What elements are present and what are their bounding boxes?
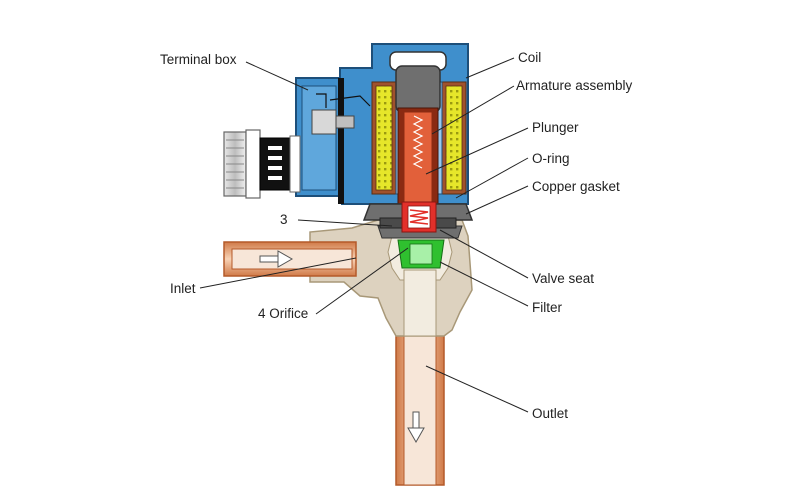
label-outlet: Outlet [532,406,568,421]
label-coil: Coil [518,50,541,65]
plunger-tube [397,107,439,209]
inlet-tube [223,241,357,277]
label-plunger: Plunger [532,120,579,135]
leader-lines [199,57,529,413]
label-orifice: 4 Orifice [258,306,308,321]
cable-gland [223,129,301,199]
terminal-block [311,93,371,135]
inlet-flow-arrow [259,250,294,268]
label-three: 3 [280,212,288,227]
armature-cap [389,51,447,113]
label-filter: Filter [532,300,563,315]
label-terminal-box: Terminal box [160,52,237,67]
filter-element [397,239,445,269]
label-inlet: Inlet [170,281,196,296]
plunger-spring [401,201,437,233]
label-o-ring: O-ring [532,151,570,166]
outlet-flow-arrow [407,411,425,444]
label-armature-assembly: Armature assembly [516,78,633,93]
label-valve-seat: Valve seat [532,271,594,286]
label-copper-gasket: Copper gasket [532,179,620,194]
